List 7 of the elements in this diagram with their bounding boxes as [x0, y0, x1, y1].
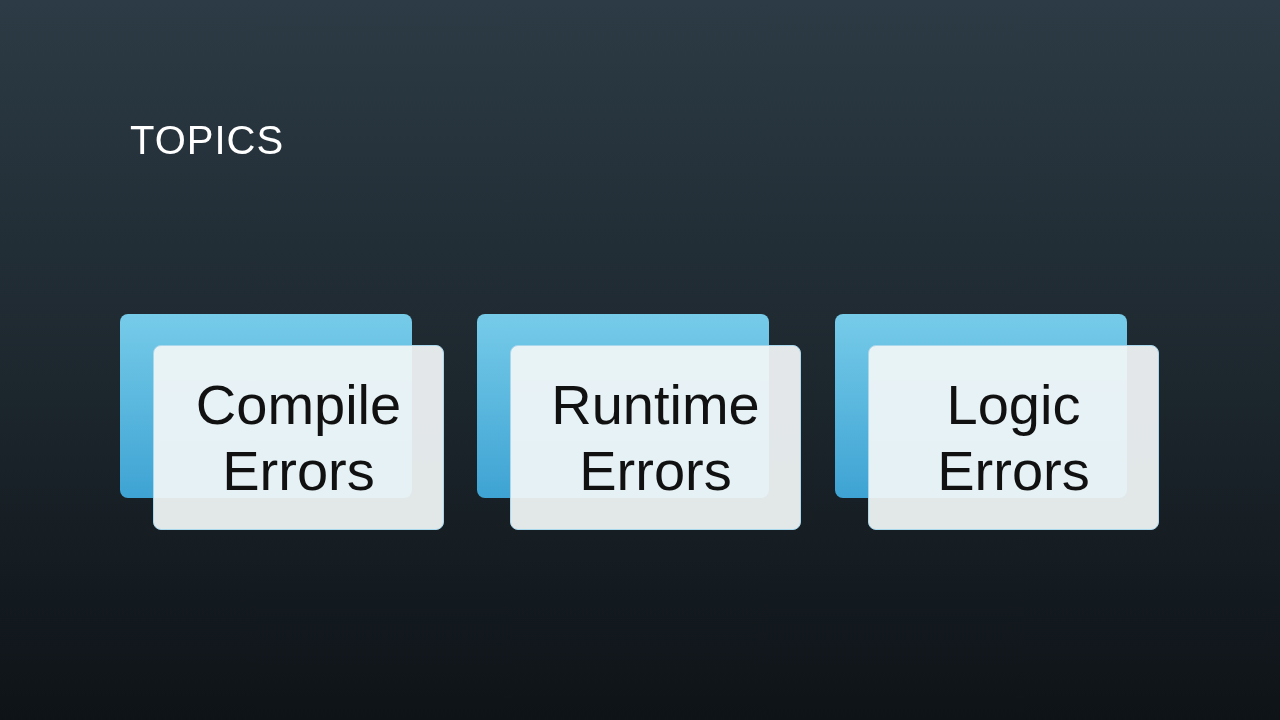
topic-label: Compile Errors: [194, 371, 403, 504]
topic-card: [153, 345, 444, 530]
topic-label: Runtime Errors: [550, 371, 761, 504]
topic-card: [868, 345, 1159, 530]
topic-card: [510, 345, 801, 530]
topic-label: Logic Errors: [936, 371, 1091, 504]
slide-title: TOPICS: [130, 118, 285, 163]
